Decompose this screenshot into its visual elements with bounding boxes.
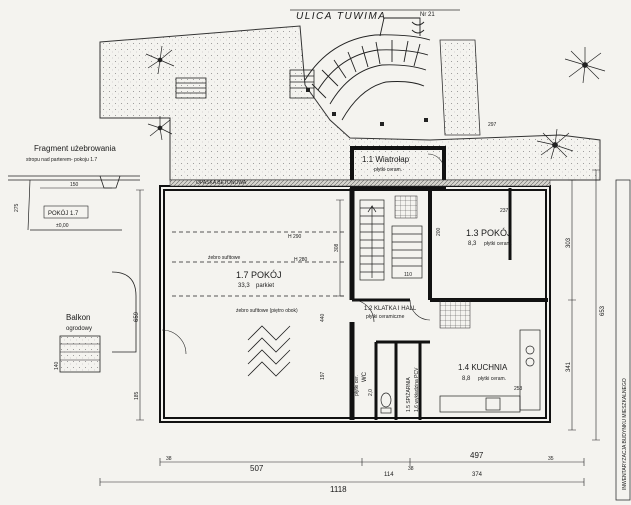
- fragment-subtitle: stropu nad parterem- pokoju 1.7: [26, 157, 97, 163]
- dim-659: 659: [134, 311, 140, 322]
- balcony-label-1: Balkon: [66, 313, 90, 322]
- room-1-7-area: 33,3: [238, 283, 250, 289]
- height-280: H 280: [294, 257, 308, 263]
- concrete-band: [169, 179, 551, 187]
- beam-note: żebro sufitowe (piętro obok): [236, 308, 298, 314]
- room-1-1-floor: płytki ceram.: [374, 167, 402, 173]
- height-290: H 290: [288, 234, 302, 240]
- dim-440: 440: [320, 313, 326, 322]
- dim-38-left: 38: [166, 456, 172, 462]
- room-1-7-name: 1.7 POKÓJ: [236, 270, 282, 280]
- room-1-5-name: 1.5 SPIŻARNIA: [405, 377, 412, 412]
- dimension-lines: [99, 169, 600, 486]
- tile-patch-hall: [394, 195, 418, 219]
- room-1-3-name: 1.3 POKÓJ: [466, 228, 512, 238]
- room-1-4-floor: płytki ceram.: [478, 376, 506, 382]
- fragment-level: ±0,00: [56, 223, 69, 229]
- dim-497: 497: [470, 451, 484, 460]
- room-1-4-name: 1.4 KUCHNIA: [458, 363, 508, 372]
- dim-114: 114: [384, 472, 394, 478]
- interior-stair: [359, 199, 423, 281]
- room-1-2-floor: płytki ceramiczne: [366, 314, 405, 320]
- stair-posts: [306, 88, 428, 126]
- street-name: ULICA TUWIMA: [296, 11, 386, 22]
- ceiling-beam: [172, 231, 346, 297]
- dim-253: 253: [514, 386, 523, 392]
- dim-303: 303: [566, 237, 572, 248]
- dim-38-mid: 38: [408, 466, 414, 472]
- room-1-3-floor: płytki ceram.: [484, 241, 512, 247]
- garden-paving: [99, 25, 601, 181]
- ceiling-zone-label: żebro sufitowe: [208, 255, 240, 261]
- dim-200: 200: [436, 227, 442, 236]
- plant-symbols: [145, 45, 606, 160]
- room-1-2-name: 1.2 KLATKA I HALL: [364, 306, 417, 312]
- room-1-3-area: 8,3: [468, 241, 477, 247]
- fragment-room-tag: POKÓJ 1.7: [48, 210, 79, 217]
- concrete-band-label: OPASKA BETONOWA: [196, 180, 247, 186]
- door-swings: [161, 153, 445, 355]
- tile-patch-kitchen: [439, 299, 471, 329]
- entrance-stairs: [304, 17, 431, 121]
- dim-341: 341: [566, 361, 572, 372]
- room-1-4-area: 8,8: [462, 376, 471, 382]
- fragment-dim-150: 150: [70, 182, 79, 188]
- room-1-5-floor: 1,6 wykładzina PCV: [414, 367, 420, 412]
- stamp-text: INWENTARYZACJA BUDYNKU MIESZKALNEGO: [622, 378, 628, 490]
- dim-197: 197: [320, 371, 326, 380]
- parquet-symbol: [247, 325, 291, 377]
- room-1-7-floor: parkiet: [256, 283, 274, 289]
- balcony: Balkon ogrodowy: [59, 271, 137, 373]
- room-1-6-name: WC: [362, 371, 368, 382]
- room-1-6-area: 2,0: [368, 389, 374, 396]
- room-labels: 1.1 Wiatrołap płytki ceram. 1.7 POKÓJ 33…: [236, 155, 512, 412]
- side-steps: [175, 69, 315, 99]
- fragment-title: Fragment użebrowania: [34, 144, 116, 153]
- dim-653: 653: [600, 305, 606, 316]
- dim-35: 35: [548, 456, 554, 462]
- room-1-1-name: 1.1 Wiatrołap: [362, 155, 410, 164]
- dim-1118: 1118: [330, 485, 347, 494]
- dim-308: 308: [334, 243, 340, 252]
- dim-507: 507: [250, 464, 264, 473]
- dim-110: 110: [404, 272, 412, 278]
- dim-237: 237: [500, 208, 509, 214]
- street-number: Nr 21: [420, 12, 435, 18]
- balcony-label-2: ogrodowy: [66, 326, 92, 332]
- path-strip: [439, 39, 481, 136]
- dim-374: 374: [472, 472, 483, 478]
- room-1-6-floor: płytki cer.: [354, 375, 360, 396]
- dim-297: 297: [488, 122, 497, 128]
- kitchen-counter: [439, 329, 541, 413]
- stamp-frame: [615, 179, 631, 501]
- dim-140: 140: [54, 361, 60, 370]
- dim-185: 185: [134, 391, 140, 400]
- fragment-detail: Fragment użebrowania stropu nad parterem…: [8, 144, 140, 231]
- fragment-dim-275: 275: [14, 203, 20, 212]
- wc-fixture: [380, 392, 392, 414]
